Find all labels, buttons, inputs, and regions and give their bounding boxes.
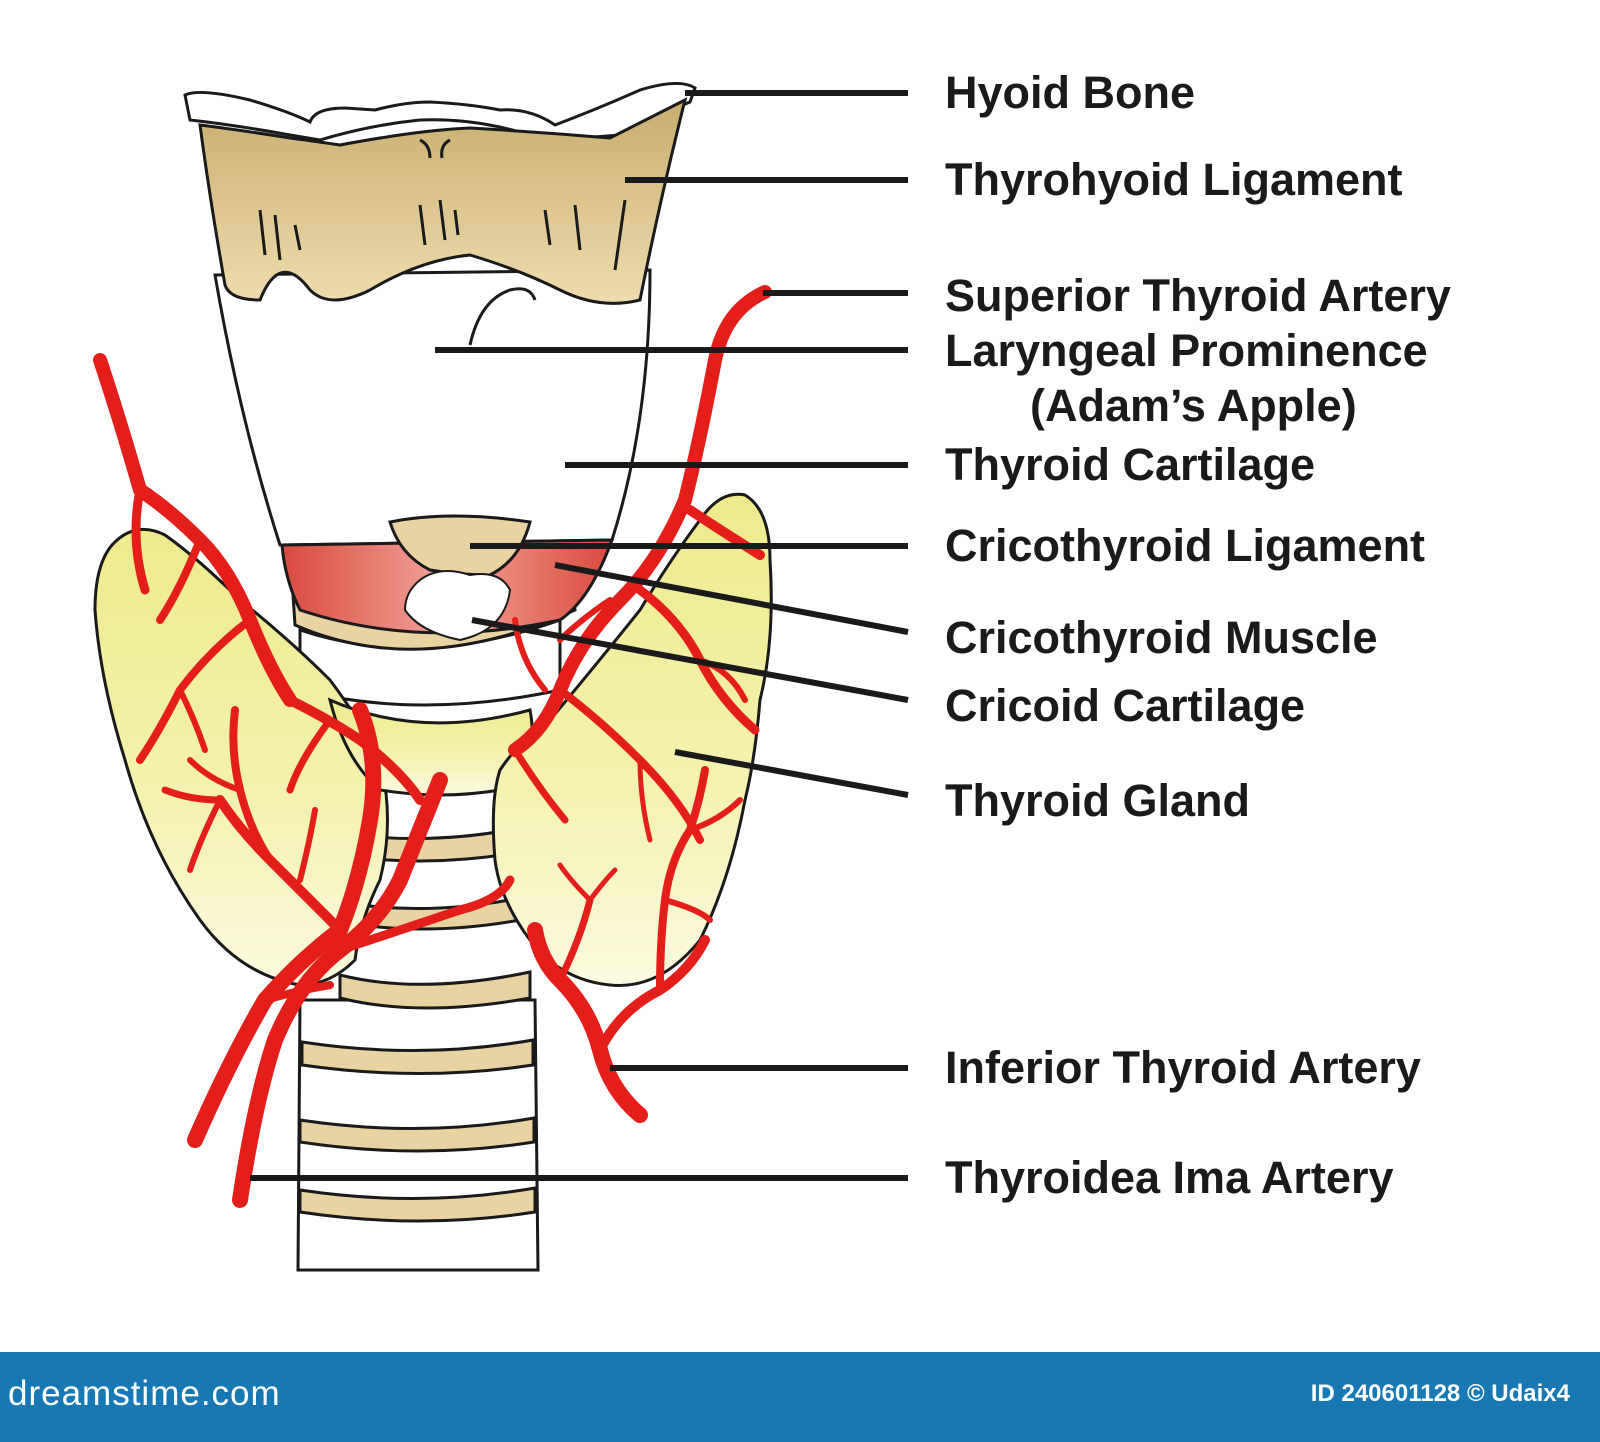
- label-cricoid-cartilage: Cricoid Cartilage: [945, 680, 1306, 731]
- brand-logo-text[interactable]: dreamstime.com: [8, 1374, 281, 1413]
- label-thyroid-cartilage: Thyroid Cartilage: [945, 439, 1316, 490]
- tracheal-ring: [298, 1186, 537, 1223]
- inferior-thyroid-artery-right: [527, 922, 648, 1123]
- label-hyoid-bone: Hyoid Bone: [945, 67, 1196, 118]
- laryngeal-notch: [468, 287, 537, 346]
- right-lobe: [491, 492, 773, 987]
- hyoid-bone: [183, 82, 697, 142]
- label-adams-apple: (Adam’s Apple): [1030, 380, 1357, 431]
- image-credit: ID 240601128 © Udaix4: [1310, 1380, 1570, 1407]
- label-superior-thyroid-artery: Superior Thyroid Artery: [945, 270, 1451, 321]
- cricothyroid-ligament: [388, 514, 532, 577]
- label-thyrohyoid-ligament: Thyrohyoid Ligament: [945, 154, 1403, 205]
- thyrohyoid-ligament: [198, 97, 688, 305]
- trachea: [296, 998, 540, 1272]
- label-cricothyroid-muscle: Cricothyroid Muscle: [945, 612, 1378, 663]
- footer-bar: dreamstime.com ID 240601128 © Udaix4: [0, 1352, 1600, 1442]
- leader-cricothyroid-muscle: [554, 562, 909, 635]
- label-thyroidea-ima-artery: Thyroidea Ima Artery: [945, 1152, 1394, 1203]
- thyroid-cartilage: [213, 268, 652, 547]
- label-inferior-thyroid-artery: Inferior Thyroid Artery: [945, 1042, 1421, 1093]
- label-cricothyroid-ligament: Cricothyroid Ligament: [945, 520, 1426, 571]
- label-thyroid-gland: Thyroid Gland: [945, 775, 1251, 826]
- leader-cricoid-cartilage: [471, 617, 909, 703]
- label-laryngeal-prominence: Laryngeal Prominence: [945, 325, 1428, 376]
- tracheal-ring: [298, 1116, 536, 1153]
- thyroid-anatomy-diagram: [93, 82, 909, 1272]
- thyroidea-ima-artery: [232, 772, 448, 1208]
- tracheal-ring: [300, 1038, 535, 1075]
- leader-lines: [250, 90, 909, 1181]
- ligament-striations: [258, 138, 627, 271]
- leader-thyroid-gland: [674, 749, 909, 798]
